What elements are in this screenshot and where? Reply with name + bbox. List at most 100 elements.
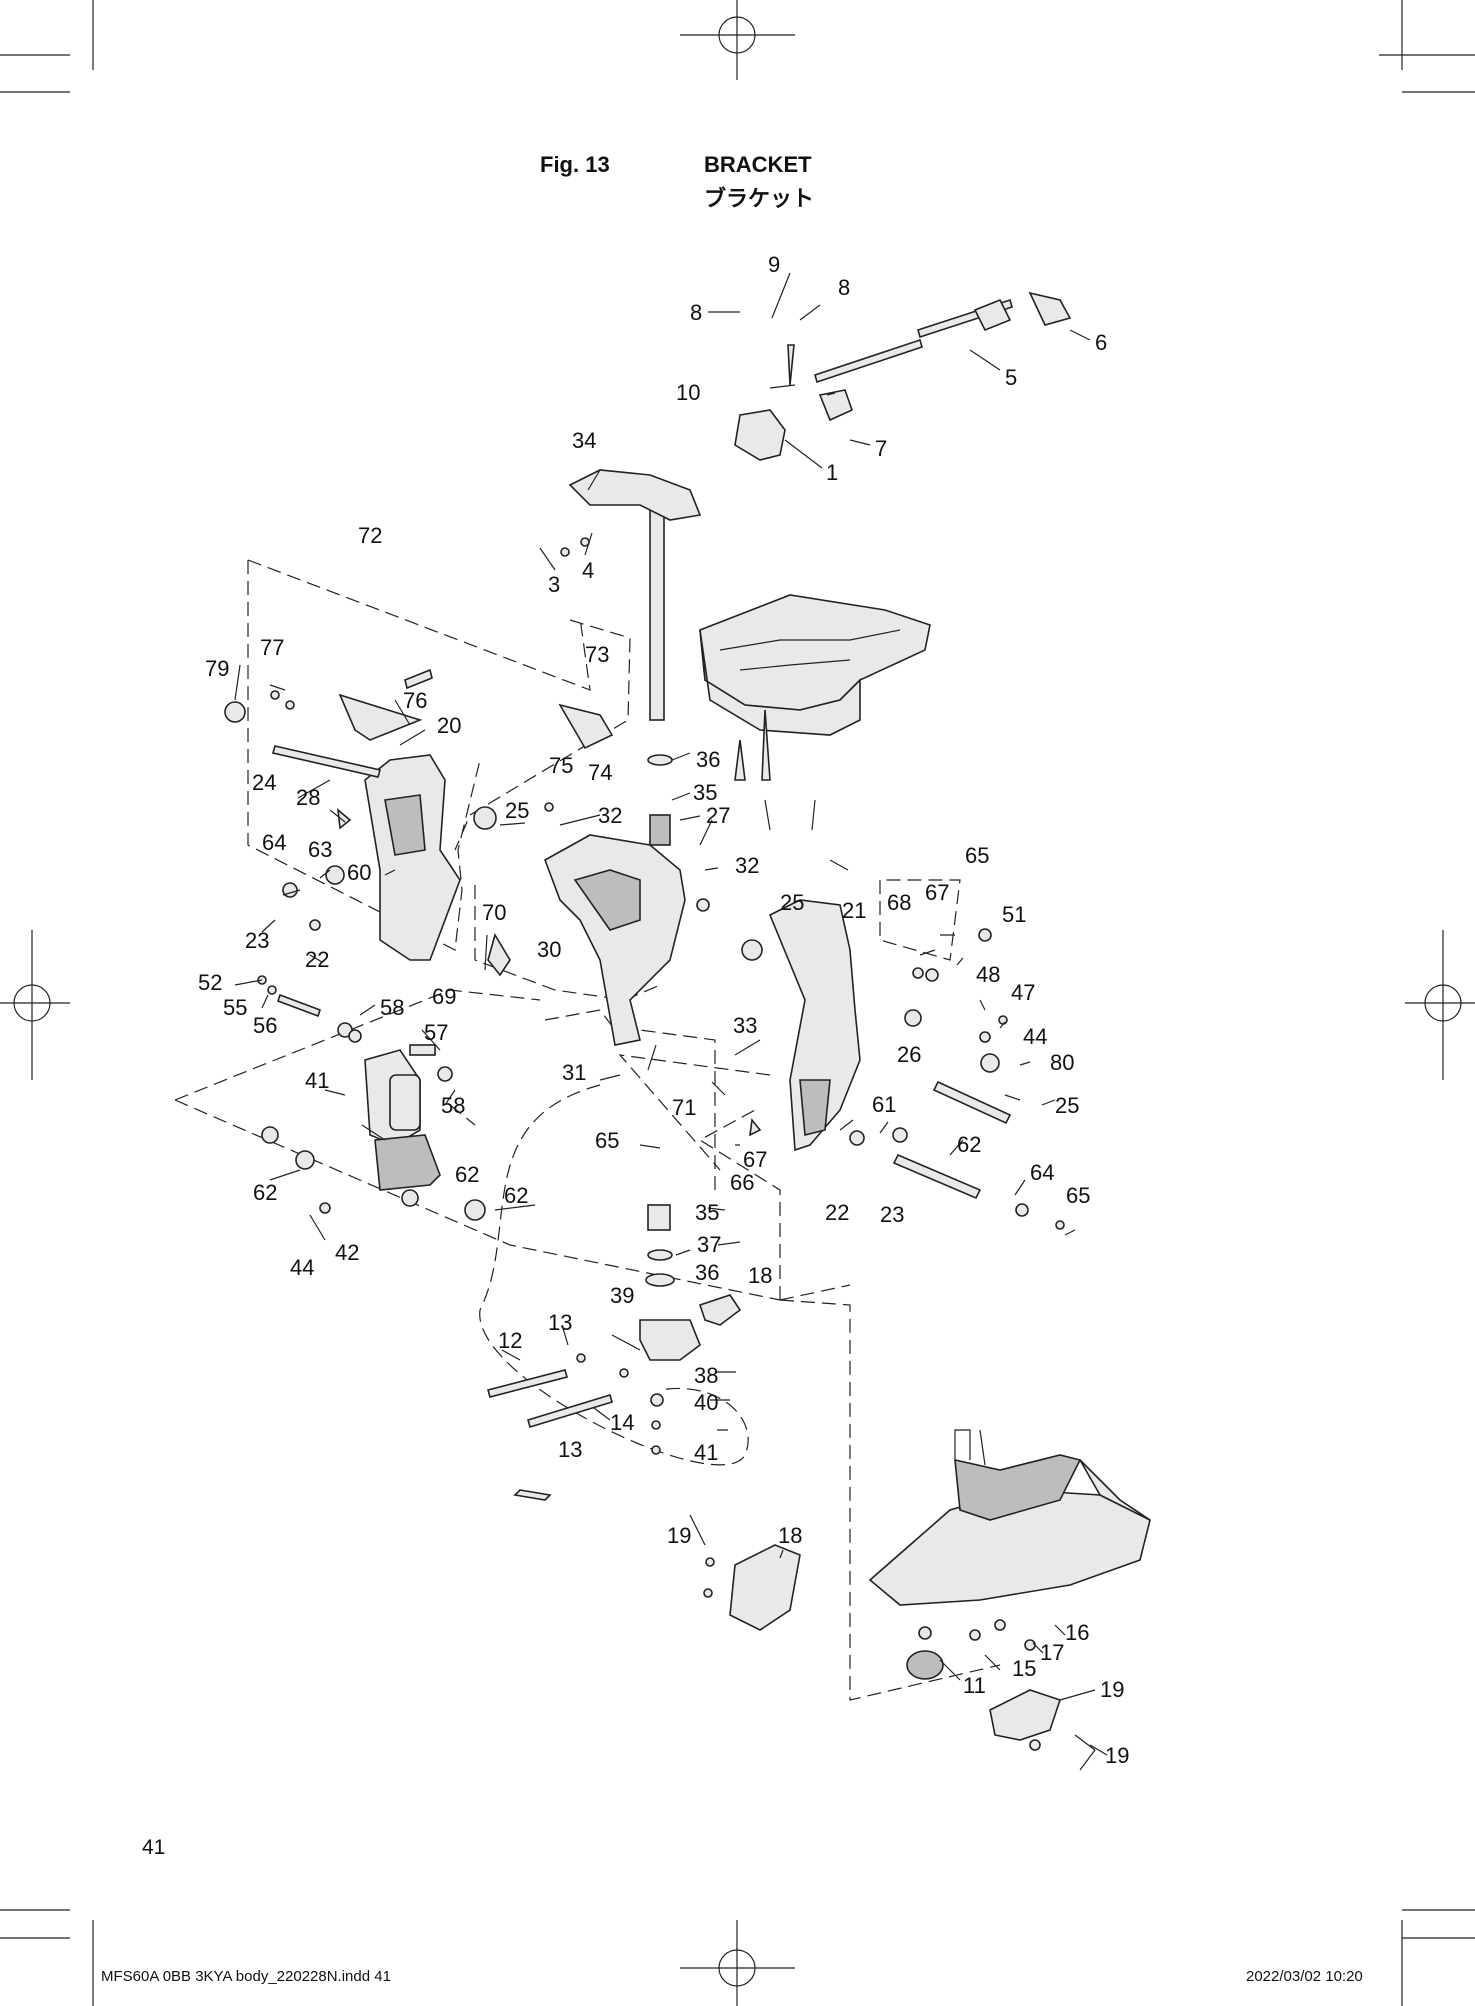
registration-mark-left [0,930,70,1080]
callout-66b: 65 [595,1128,619,1153]
lower-case-casting [699,594,931,736]
callout-24: 24 [252,770,276,795]
callout-30: 30 [537,937,561,962]
callout-22a: 22 [305,947,329,972]
callout-69: 67 [925,880,949,905]
callout-26: 26 [897,1042,921,1067]
callout-80b: 80 [1050,1050,1074,1075]
figure-header: Fig. 13 BRACKET ブラケット [0,0,1475,220]
callout-51: 44 [1023,1024,1047,1049]
registration-mark-bottom [680,1920,795,2006]
mount-covers [729,1544,1062,1741]
callout-36a: 36 [696,747,720,772]
callout-13b: 14 [610,1410,634,1435]
callout-3: 3 [548,572,560,597]
callout-13a: 13 [548,1310,572,1335]
callout-68: 67 [743,1147,767,1172]
callout-1: 1 [826,460,838,485]
callout-47: 44 [290,1255,314,1280]
callout-8b: 8 [838,275,850,300]
callout-65b: 65 [1066,1183,1090,1208]
clamp-bracket-right [768,899,861,1152]
callout-70: 68 [887,890,911,915]
registration-mark-top [680,0,795,80]
callout-5: 5 [1005,365,1017,390]
callout-23b: 23 [880,1202,904,1227]
callout-38: 38 [694,1363,718,1388]
callout-28: 28 [296,785,320,810]
callout-62c: 62 [253,1180,277,1205]
callout-55: 51 [1002,902,1026,927]
callout-58b: 58 [441,1093,465,1118]
callout-59: 52 [198,970,222,995]
callout-21: 21 [842,898,866,923]
callout-numbers: 9 8 8 6 5 10 7 1 34 72 3 4 77 79 73 76 2… [198,252,1129,1768]
callout-52: 48 [976,962,1000,987]
callout-37: 37 [697,1232,721,1257]
group-outlines [174,559,1001,1701]
callout-23a: 23 [245,928,269,953]
callout-18b: 19 [1100,1677,1124,1702]
clamp-bracket-left [364,754,461,961]
callout-61: 62 [957,1132,981,1157]
callout-18a: 18 [778,1523,802,1548]
callout-48: 47 [1011,980,1035,1005]
callout-19b: 19 [1105,1743,1129,1768]
callout-14: 15 [1012,1656,1036,1681]
callout-76: 74 [588,760,612,785]
callout-20: 20 [437,713,461,738]
callout-71: 69 [432,984,456,1009]
callout-6: 7 [875,436,887,461]
figure-title-japanese: ブラケット [704,187,815,212]
callout-10: 10 [676,380,700,405]
callout-22b: 22 [825,1200,849,1225]
figure-label: Fig. 13 [540,152,610,177]
callout-4: 4 [582,558,594,583]
callout-42: 41 [305,1068,329,1093]
callout-60: 55 [223,995,247,1020]
callout-8a: 8 [690,300,702,325]
callout-64a: 63 [308,837,332,862]
callout-33: 33 [733,1013,757,1038]
callout-11: 11 [963,1673,986,1698]
callout-29: 27 [706,803,730,828]
tubes-and-shafts [271,298,1013,1501]
callout-63: 62 [455,1162,479,1187]
callout-62b: 61 [872,1092,896,1117]
callout-27: 25 [1055,1093,1079,1118]
footer-file-name: MFS60A 0BB 3KYA body_220228N.indd 41 [101,1968,391,1985]
callout-74: 72 [358,523,382,548]
callout-57: 57 [424,1020,448,1045]
callout-16: 17 [1040,1640,1064,1665]
callout-40: 40 [694,1390,718,1415]
callout-31: 31 [562,1060,586,1085]
figure-title: BRACKET [704,152,812,177]
callout-32b: 32 [735,853,759,878]
page-number: 41 [142,1836,166,1859]
callout-19a: 19 [667,1523,691,1548]
callout-66a: 65 [965,843,989,868]
callout-72: 70 [482,900,506,925]
callout-34: 34 [572,428,596,453]
callout-56: 56 [253,1013,277,1038]
callout-58a: 58 [380,995,404,1020]
leader-lines [234,272,1108,1771]
footer-timestamp: 2022/03/02 10:20 [1246,1968,1363,1985]
callout-12a: 12 [498,1328,522,1353]
callout-67: 66 [730,1170,754,1195]
swivel-bracket [544,834,686,1046]
callout-35b: 35 [695,1200,719,1225]
steering-column [568,469,702,1361]
registration-mark-right [1405,930,1475,1080]
callout-64b: 64 [1030,1160,1054,1185]
steering-handle-bracket [734,291,1072,461]
callout-77: 75 [549,753,573,778]
callout-25b: 25 [780,890,804,915]
callout-9: 9 [768,252,780,277]
callout-75: 73 [585,642,609,667]
callout-7: 6 [1095,330,1107,355]
callout-36b: 36 [695,1260,719,1285]
callout-62a: 60 [347,860,371,885]
